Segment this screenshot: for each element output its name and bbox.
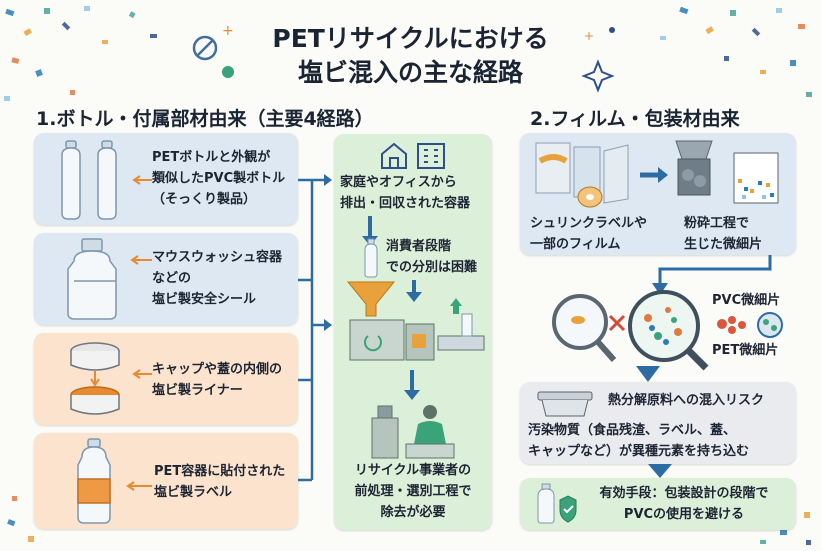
risk-title: 熱分解原料への混入リスク bbox=[608, 393, 765, 408]
card2-line1: マウスウォッシュ容器 bbox=[152, 250, 283, 265]
card4-line1: PET容器に貼付された bbox=[154, 464, 286, 479]
cap-liner-icon bbox=[70, 342, 120, 415]
card3-line1: キャップや蓋の内側の bbox=[152, 362, 283, 377]
card1-line2: 類似したPVC製ボトル bbox=[152, 171, 286, 186]
pointer-arrow-icon bbox=[130, 255, 152, 265]
crusher-icon bbox=[675, 140, 779, 204]
house-office-icon bbox=[381, 142, 445, 169]
solution-card: 有効手段：包装設計の段階で PVCの使用を避ける bbox=[520, 478, 796, 530]
labeled-bottle-icon bbox=[77, 438, 111, 524]
pvc-flakes-label: PVC微細片 bbox=[712, 293, 781, 308]
pointer-arrow-icon bbox=[132, 175, 152, 185]
section2-heading: 2.フィルム・包装材由来 bbox=[530, 108, 740, 130]
page-title-line1: PETリサイクルにおける bbox=[272, 24, 549, 53]
route-card-safety-seal: マウスウォッシュ容器 などの 塩ビ製安全シール bbox=[34, 233, 298, 325]
card2-line2: などの bbox=[152, 271, 192, 286]
right-arrow-icon bbox=[640, 167, 668, 183]
mouthwash-bottle-icon bbox=[67, 238, 117, 320]
tray-icon bbox=[537, 391, 593, 417]
pet-flakes-label: PET微細片 bbox=[712, 343, 779, 358]
pointer-arrow-icon bbox=[126, 481, 152, 491]
film-route-card: シュリンクラベルや 一部のフィルム 粉砕工程で 生じた微細片 bbox=[520, 133, 796, 255]
card1-line3: （そっくり製品） bbox=[152, 192, 257, 207]
sort-line1: 消費者段階 bbox=[386, 239, 452, 254]
solution-line1: 有効手段：包装設計の段階で bbox=[599, 486, 769, 501]
elbow-connector bbox=[652, 255, 772, 295]
card3-line2: 塩ビ製ライナー bbox=[152, 383, 243, 398]
down-arrow-icon bbox=[636, 366, 660, 382]
collect-line2: 排出・回収された容器 bbox=[340, 196, 471, 211]
inspection-magnifier-icon bbox=[552, 290, 709, 371]
film-line2: 一部のフィルム bbox=[530, 237, 621, 252]
bottle-small-icon bbox=[364, 238, 378, 278]
risk-line2: キャップなど）が異種元素を持ち込む bbox=[528, 444, 750, 459]
pointer-arrow-icon bbox=[132, 369, 152, 379]
recycler-line3: 除去が必要 bbox=[380, 505, 446, 520]
solution-line2: PVCの使用を避ける bbox=[623, 507, 745, 522]
crush-line1: 粉砕工程で bbox=[684, 216, 750, 231]
card2-line3: 塩ビ製安全シール bbox=[152, 292, 257, 307]
collection-flow-panel: 家庭やオフィスから 排出・回収された容器 消費者段階 での分別は困難 リサイクル… bbox=[334, 134, 492, 530]
sort-line2: での分別は困難 bbox=[386, 260, 478, 275]
recycling-worker-icon bbox=[371, 405, 455, 459]
down-arrow-icon bbox=[404, 370, 420, 400]
card4-line2: 塩ビ製ラベル bbox=[154, 485, 233, 500]
collect-line1: 家庭やオフィスから bbox=[340, 175, 457, 190]
route-card-cap-liner: キャップや蓋の内側の 塩ビ製ライナー bbox=[34, 333, 298, 425]
bottles-icon bbox=[61, 140, 117, 220]
section1-heading: 1.ボトル・付属部材由来（主要4経路） bbox=[36, 108, 374, 130]
shrink-film-icon bbox=[535, 142, 629, 208]
bracket-connector bbox=[298, 174, 332, 482]
crush-line2: 生じた微細片 bbox=[684, 237, 763, 252]
recycler-line2: 前処理・選別工程で bbox=[354, 484, 472, 499]
risk-line1: 汚染物質（食品残渣、ラベル、蓋、 bbox=[528, 423, 737, 438]
funnel-bins-icon bbox=[346, 280, 485, 361]
film-line1: シュリンクラベルや bbox=[530, 216, 648, 231]
down-arrow-icon bbox=[648, 464, 672, 478]
route-card-pvc-bottle: PETボトルと外観が 類似したPVC製ボトル （そっくり製品） bbox=[34, 133, 298, 225]
page-title-line2: 塩ビ混入の主な経路 bbox=[297, 58, 523, 87]
card1-line1: PETボトルと外観が bbox=[152, 150, 271, 165]
route-card-label: PET容器に貼付された 塩ビ製ラベル bbox=[34, 433, 298, 529]
flake-samples-icon bbox=[717, 312, 783, 338]
shield-bottle-icon bbox=[537, 483, 577, 524]
pyrolysis-risk-card: 熱分解原料への混入リスク 汚染物質（食品残渣、ラベル、蓋、 キャップなど）が異種… bbox=[520, 382, 796, 464]
recycler-line1: リサイクル事業者の bbox=[354, 463, 472, 478]
